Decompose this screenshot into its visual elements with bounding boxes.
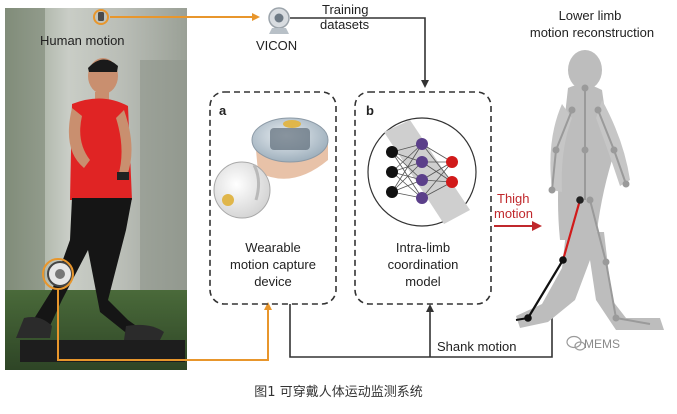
walking-person-photo	[5, 8, 187, 370]
motion-capture-device-image	[213, 117, 329, 219]
label-training-line2: datasets	[320, 17, 370, 32]
label-thigh-line2: motion	[494, 206, 534, 221]
label-device-line2: motion capture	[230, 257, 316, 272]
lower-limb-reconstruction-figure	[515, 50, 664, 330]
arrow-shank-motion	[289, 302, 556, 358]
vicon-camera-icon	[268, 7, 290, 34]
panel-a-box	[209, 91, 337, 305]
label-lower-limb-line1: Lower limb	[558, 8, 622, 23]
label-panel-a: a	[219, 103, 227, 118]
label-panel-b: b	[366, 103, 374, 118]
label-vicon: VICON	[256, 38, 298, 53]
label-model-line3: model	[405, 274, 441, 289]
wechat-watermark-icon	[566, 335, 586, 351]
label-model-line1: Intra-limb	[395, 240, 451, 255]
label-model-line2: coordination	[387, 257, 459, 272]
label-training-line1: Training	[322, 2, 369, 17]
label-shank-motion: Shank motion	[437, 339, 517, 354]
label-thigh-line1: Thigh	[497, 191, 530, 206]
neural-network-image	[367, 117, 477, 227]
figure-caption: 图1 可穿戴人体运动监测系统	[254, 385, 423, 400]
panel-b-box	[354, 91, 492, 305]
label-lower-limb-line2: motion reconstruction	[529, 25, 655, 40]
arrow-training-datasets	[290, 17, 429, 88]
label-device-line3: device	[254, 274, 292, 289]
label-device-line1: Wearable	[245, 240, 301, 255]
arrow-sensor-to-device	[57, 289, 272, 361]
label-human-motion: Human motion	[40, 33, 125, 48]
watermark-text: MEMS	[584, 337, 620, 351]
marker-camera-highlight	[93, 9, 109, 25]
